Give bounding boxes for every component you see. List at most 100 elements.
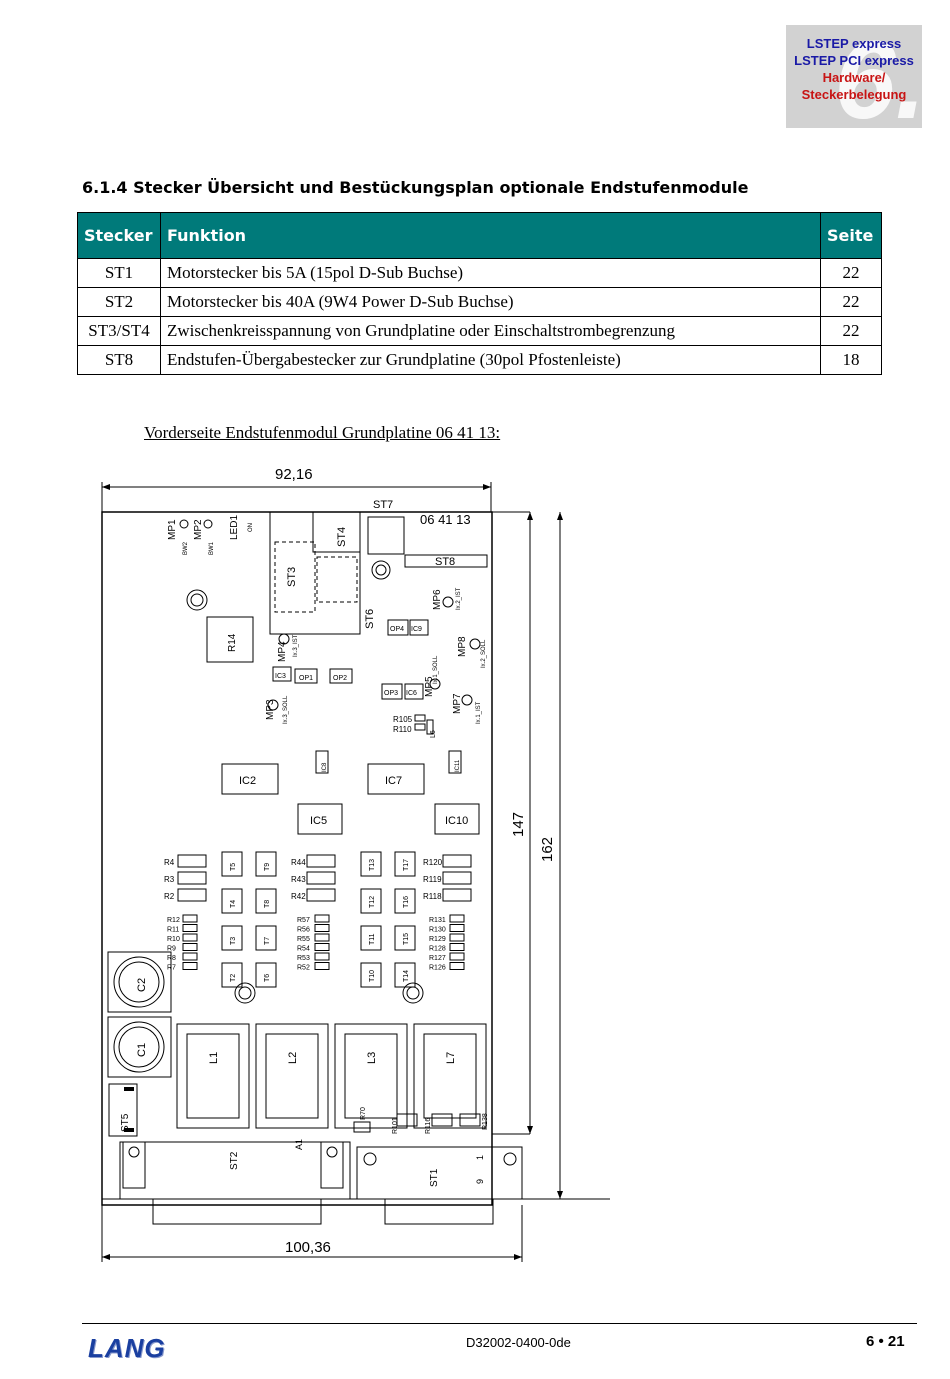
r-mid-big-resistor-label: R44 (291, 858, 306, 867)
col-header-stecker: Stecker (77, 212, 161, 259)
t-left-transistor (221, 925, 243, 951)
r-right-small-resistor (449, 924, 465, 932)
r-right-small-resistor (449, 933, 465, 942)
r-mid-small-resistor (314, 924, 330, 932)
t-right-transistor-label: T13 (369, 859, 376, 871)
r-left-small-resistor-label: R11 (167, 927, 179, 934)
chapter-number: 6. (834, 25, 922, 129)
r-left-small-resistor (182, 914, 198, 923)
r-mid-small-resistor-label: R57 (297, 917, 310, 924)
label-st7: ST7 (373, 499, 393, 511)
pcb-assembly-drawing: 92,16 100,36 147 162 06 41 13 ST7 ST4 ST… (101, 466, 610, 1262)
label-led1: LED1 (229, 515, 240, 540)
label-ic10: IC10 (445, 815, 468, 827)
label-op2: OP2 (333, 675, 347, 682)
label-pin1: 1 (475, 1155, 485, 1160)
t-right2-transistor-label: T15 (403, 933, 410, 945)
label-st3: ST3 (286, 567, 298, 587)
r-right-small-resistor (449, 962, 465, 970)
r-mid-small-resistor-label: R53 (297, 955, 310, 962)
r-right-small-resistor-label: R130 (429, 927, 446, 934)
r-right-small-resistor-label: R131 (429, 917, 446, 924)
t-left-transistor-label: T4 (230, 900, 237, 908)
dim-height-inner: 147 (510, 812, 527, 837)
r-right-small-resistor-label: R126 (429, 965, 446, 972)
r-mid-big-resistor (306, 854, 336, 868)
label-c2: C2 (136, 978, 148, 992)
label-ic7: IC7 (385, 775, 402, 787)
dim-width-bottom: 100,36 (285, 1239, 331, 1256)
footer-divider (82, 1323, 917, 1324)
r-left-small-resistor (182, 952, 198, 961)
dim-width-top: 92,16 (275, 466, 313, 483)
company-logo: LANG (88, 1333, 166, 1363)
cell-funktion: Motorstecker bis 5A (15pol D-Sub Buchse) (160, 258, 821, 288)
t-left2-transistor (255, 888, 277, 914)
label-st1: ST1 (429, 1168, 440, 1187)
r-right-small-resistor-label: R127 (429, 955, 446, 962)
r-left-big-resistor-label: R2 (164, 892, 175, 901)
t-right-transistor-label: T10 (369, 970, 376, 982)
t-right-transistor (360, 925, 382, 951)
t-left-transistor-label: T3 (230, 937, 237, 945)
r-left-small-resistor (182, 943, 198, 951)
label-ic2: IC2 (239, 775, 256, 787)
label-mp7: MP7 (452, 693, 463, 714)
t-left-transistor (221, 851, 243, 877)
cell-seite: 18 (820, 345, 882, 375)
label-bw1: BW1 (209, 541, 215, 555)
label-op3: OP3 (384, 690, 398, 697)
label-l3: L3 (366, 1052, 378, 1064)
r-left-small-resistor-label: R10 (167, 936, 180, 943)
label-l1: L1 (208, 1052, 220, 1064)
label-ix3-ist: Ix.3_IST (293, 634, 299, 657)
r-mid-small-resistor-label: R55 (297, 936, 310, 943)
t-right2-transistor-label: T16 (403, 896, 410, 908)
label-r105: R105 (393, 715, 413, 724)
cell-funktion: Motorstecker bis 40A (9W4 Power D-Sub Bu… (160, 287, 821, 317)
table-row: ST8 Endstufen-Übergabestecker zur Grundp… (77, 345, 882, 375)
label-st6: ST6 (364, 609, 376, 629)
label-mp6: MP6 (432, 589, 443, 610)
badge-line-3: Hardware/ (822, 70, 886, 85)
r-left-big-resistor (177, 854, 207, 868)
r-right-big-resistor-label: R119 (423, 875, 442, 884)
dim-height-outer: 162 (539, 837, 556, 862)
cell-seite: 22 (820, 287, 882, 317)
t-left-transistor-label: T2 (230, 974, 237, 982)
r-mid-big-resistor (306, 871, 336, 885)
label-l2: L2 (287, 1052, 299, 1064)
t-right2-transistor (394, 925, 416, 951)
r-left-small-resistor-label: R8 (167, 955, 176, 962)
label-l7: L7 (445, 1052, 457, 1064)
r-right-big-resistor (442, 854, 472, 868)
r-left-small-resistor (182, 962, 198, 970)
label-ic3: IC3 (275, 673, 286, 680)
r-right-small-resistor (449, 943, 465, 951)
label-ix2-ist: Ix.2_IST (456, 587, 462, 610)
badge-line-4: Steckerbelegung (801, 87, 907, 102)
t-right-transistor-label: T11 (369, 933, 376, 945)
cell-funktion: Endstufen-Übergabestecker zur Grundplati… (160, 345, 821, 375)
label-ic6: IC6 (406, 690, 417, 697)
label-ix2-soll: Ix.2_SOLL (481, 639, 487, 668)
r-mid-big-resistor-label: R43 (291, 875, 306, 884)
label-st2: ST2 (229, 1151, 240, 1170)
label-bw2: BW2 (183, 541, 189, 555)
label-op4: OP4 (390, 626, 404, 633)
section-title: 6.1.4 Stecker Übersicht und Bestückungsp… (82, 178, 749, 197)
r-left-big-resistor-label: R3 (164, 875, 175, 884)
r-mid-big-resistor (306, 888, 336, 902)
r-left-big-resistor-label: R4 (164, 858, 175, 867)
r-left-small-resistor-label: R9 (167, 946, 176, 953)
label-ix3-soll: Ix.3_SOLL (283, 695, 289, 724)
t-right-transistor (360, 851, 382, 877)
r-left-small-resistor-label: R7 (167, 965, 176, 972)
table-row: ST1 Motorstecker bis 5A (15pol D-Sub Buc… (77, 258, 882, 288)
label-pin9: 9 (475, 1179, 485, 1184)
label-ix1-soll: Ix.1_SOLL (433, 655, 439, 684)
t-left-transistor (221, 888, 243, 914)
table-row: ST2 Motorstecker bis 40A (9W4 Power D-Su… (77, 287, 882, 317)
t-left2-transistor-label: T6 (264, 974, 271, 982)
r-left-big-resistor (177, 871, 207, 885)
